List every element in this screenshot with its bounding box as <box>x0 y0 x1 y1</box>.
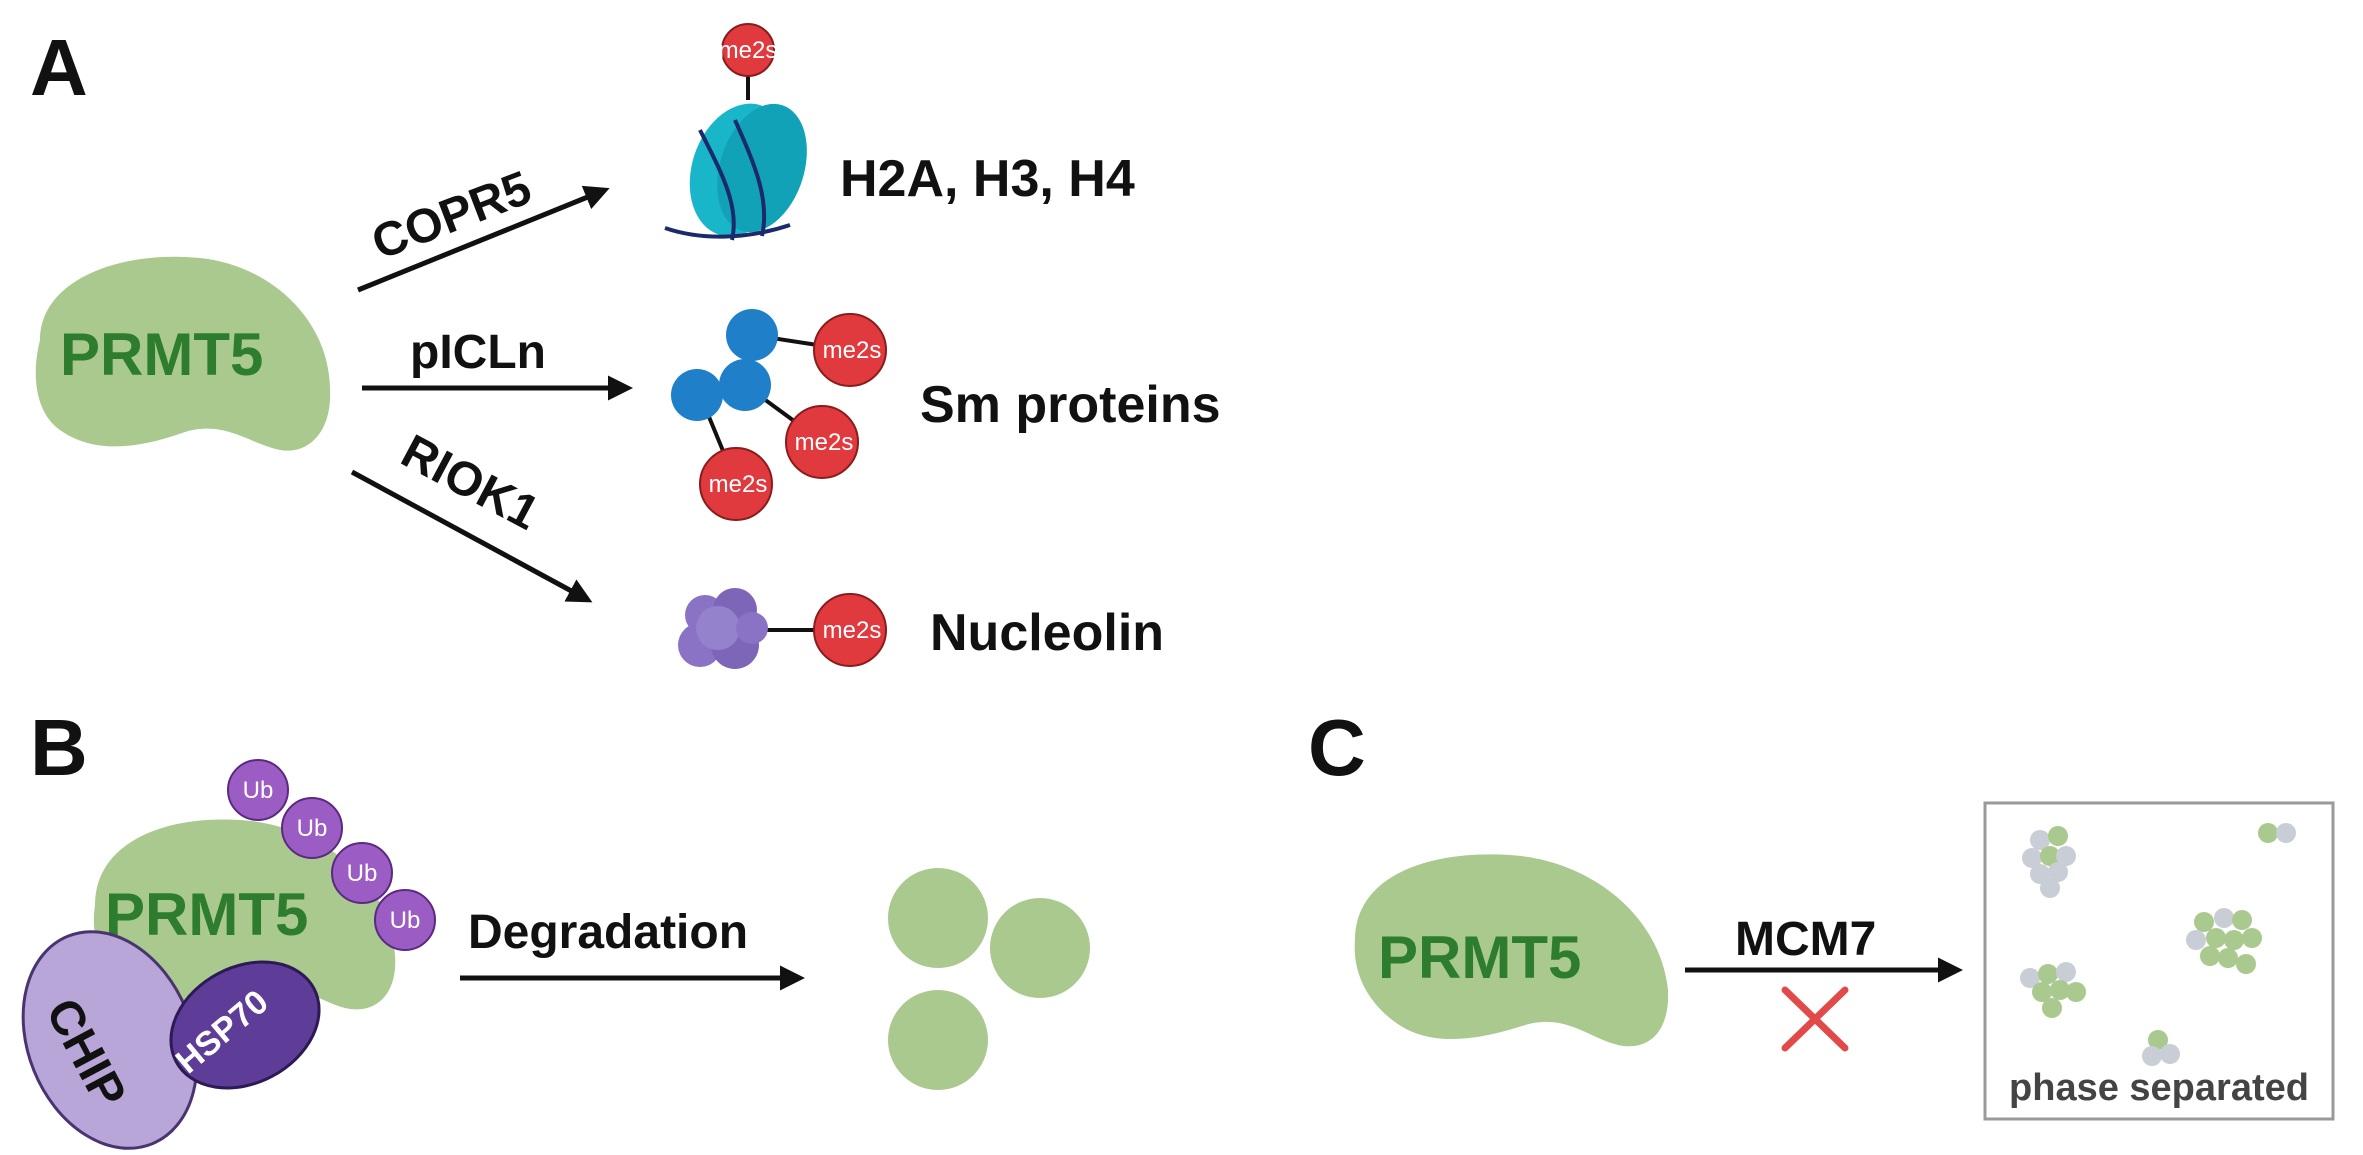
prmt5-label-b: PRMT5 <box>105 881 308 948</box>
panel-label-c: C <box>1308 703 1366 792</box>
cofactor-riok1: RIOK1 <box>393 425 547 541</box>
ub-label-4: Ub <box>390 907 421 934</box>
target-histones: H2A, H3, H4 <box>840 150 1135 208</box>
me2s-label-sm-1: me2s <box>823 337 882 364</box>
mcm7-label: MCM7 <box>1735 913 1876 966</box>
ubiquitin-chain-icon <box>227 759 436 951</box>
prmt5-blob-b <box>93 819 396 1010</box>
target-nucleolin: Nucleolin <box>930 604 1164 662</box>
degraded-fragments-icon <box>888 868 1090 1090</box>
ub-label-3: Ub <box>347 860 378 887</box>
sm-proteins-icon <box>671 309 887 521</box>
phase-separated-label: phase separated <box>2009 1067 2309 1109</box>
prmt5-blob-c <box>1354 854 1669 1047</box>
degradation-label: Degradation <box>468 906 748 959</box>
cofactor-picln: pICLn <box>410 326 546 379</box>
me2s-label-nucleolin: me2s <box>823 617 882 644</box>
panel-label-b: B <box>30 703 88 792</box>
ub-label-1: Ub <box>243 777 274 804</box>
nucleolin-icon <box>678 588 887 669</box>
panel-label-a: A <box>30 23 88 112</box>
phase-separated-box <box>1983 801 2335 1121</box>
hsp70-icon <box>169 960 321 1090</box>
nucleosome-icon <box>664 23 807 241</box>
condensate-droplets-icon <box>2020 823 2296 1066</box>
arrow-riok1 <box>350 469 593 603</box>
ub-label-2: Ub <box>297 815 328 842</box>
me2s-label-sm-2: me2s <box>795 429 854 456</box>
inhibition-cross-icon <box>1781 986 1849 1052</box>
me2s-label-nucleosome: me2s <box>719 37 778 64</box>
prmt5-label-a: PRMT5 <box>60 321 263 388</box>
me2s-label-sm-3: me2s <box>709 471 768 498</box>
prmt5-label-c: PRMT5 <box>1378 924 1581 991</box>
arrow-copr5 <box>357 185 610 293</box>
target-sm-proteins: Sm proteins <box>920 376 1221 434</box>
prmt5-blob-a <box>35 256 331 451</box>
